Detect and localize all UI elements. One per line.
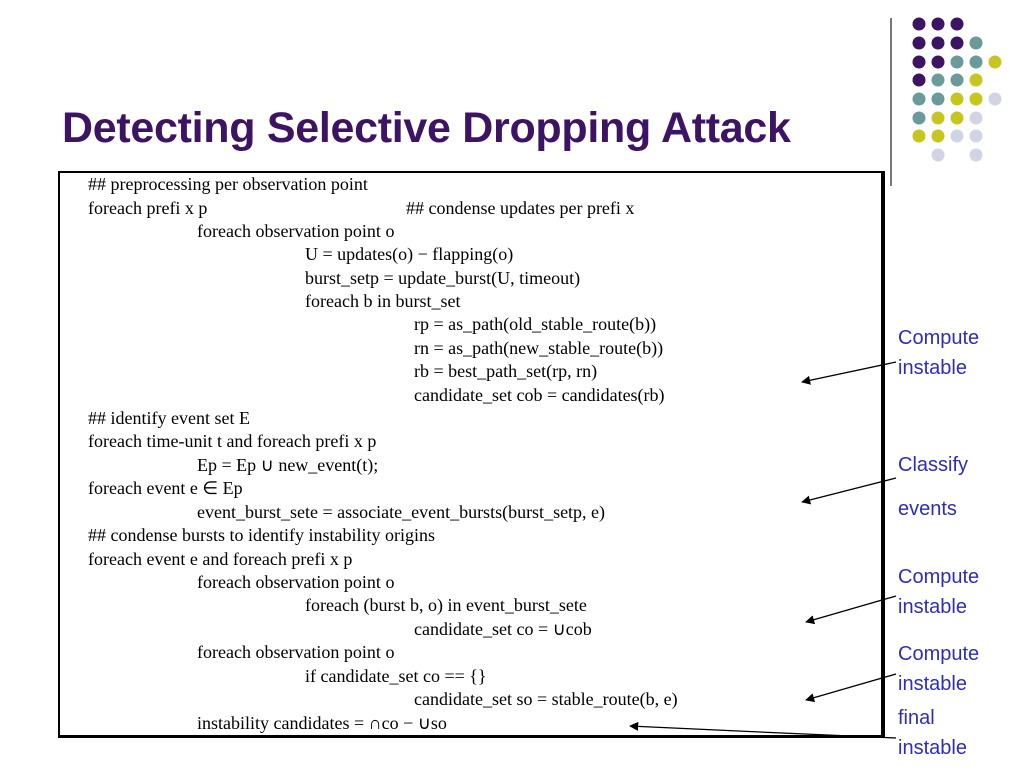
annotation-text: Classify <box>898 454 969 476</box>
dot-row-4 <box>912 73 983 87</box>
annotation-text: instable <box>898 737 967 759</box>
algorithm-line: candidate_set cob = candidates(rb) <box>414 385 665 405</box>
annotation-text: events <box>898 498 957 520</box>
annotation-text: Compute <box>898 566 980 588</box>
algorithm-line: rp = as_path(old_stable_route(b)) <box>414 314 657 334</box>
algorithm-line: instability candidates = ∩co − ∪so <box>197 713 447 733</box>
annotation-compute-instable-3: Compute instable <box>898 639 979 699</box>
algorithm-line: ## identify event set E <box>88 408 250 428</box>
annotation-text: Compute <box>898 327 980 349</box>
algorithm-line: Ep = Ep ∪ new_event(t); <box>197 455 379 475</box>
annotation-compute-instable-2: Compute instable <box>898 562 979 622</box>
algorithm-line: foreach event e and foreach prefi x p <box>88 549 353 569</box>
algorithm-line: candidate_set so = stable_route(b, e) <box>414 689 678 709</box>
algorithm-line: foreach b in burst_set <box>305 291 461 311</box>
dot-row-1 <box>912 17 964 31</box>
dot-row-5 <box>912 92 1002 106</box>
algorithm-line: foreach observation point o <box>197 221 395 241</box>
algorithm-line: foreach (burst b, o) in event_burst_sete <box>305 595 587 615</box>
dot-row-3 <box>912 55 1002 69</box>
dot-row-6 <box>912 111 983 125</box>
slide-title: Detecting Selective Dropping Attack <box>62 104 791 152</box>
annotation-text: instable <box>898 673 967 695</box>
algorithm-line: foreach time-unit t and foreach prefi x … <box>88 431 377 451</box>
algorithm-line: event_burst_sete = associate_event_burst… <box>197 502 606 522</box>
algorithm-line: burst_setp = update_burst(U, timeout) <box>305 268 581 288</box>
algorithm-line: if candidate_set co == {} <box>305 666 487 686</box>
algorithm-line: rn = as_path(new_stable_route(b)) <box>414 338 664 358</box>
annotation-text: instable <box>898 357 967 379</box>
algorithm-line: foreach prefi x p <box>88 198 208 218</box>
annotation-final-instable: final instable <box>898 703 967 763</box>
annotation-text: Compute <box>898 643 980 665</box>
annotation-text: instable <box>898 596 967 618</box>
algorithm-line: ## condense bursts to identify instabili… <box>88 525 435 545</box>
algorithm-line: rb = best_path_set(rp, rn) <box>414 361 598 381</box>
algorithm-line: foreach observation point o <box>197 642 395 662</box>
dot-row-2 <box>912 36 983 50</box>
algorithm-line: candidate_set co = ∪cob <box>414 619 592 639</box>
annotation-classify-events: Classify events <box>898 443 968 531</box>
dot-row-7 <box>912 129 983 143</box>
algorithm-line: U = updates(o) − flapping(o) <box>305 244 514 264</box>
title-divider-line <box>890 18 892 186</box>
dot-row-8 <box>931 148 983 162</box>
algorithm-comment: ## condense updates per prefi x <box>406 198 635 218</box>
annotation-text: final <box>898 707 935 729</box>
algorithm-line: ## preprocessing per observation point <box>88 174 368 194</box>
algorithm-line: foreach event e ∈ Ep <box>88 478 243 498</box>
algorithm-box: ## preprocessing per observation point f… <box>58 171 885 738</box>
annotation-compute-instable-1: Compute instable <box>898 323 979 383</box>
algorithm-line: foreach observation point o <box>197 572 395 592</box>
